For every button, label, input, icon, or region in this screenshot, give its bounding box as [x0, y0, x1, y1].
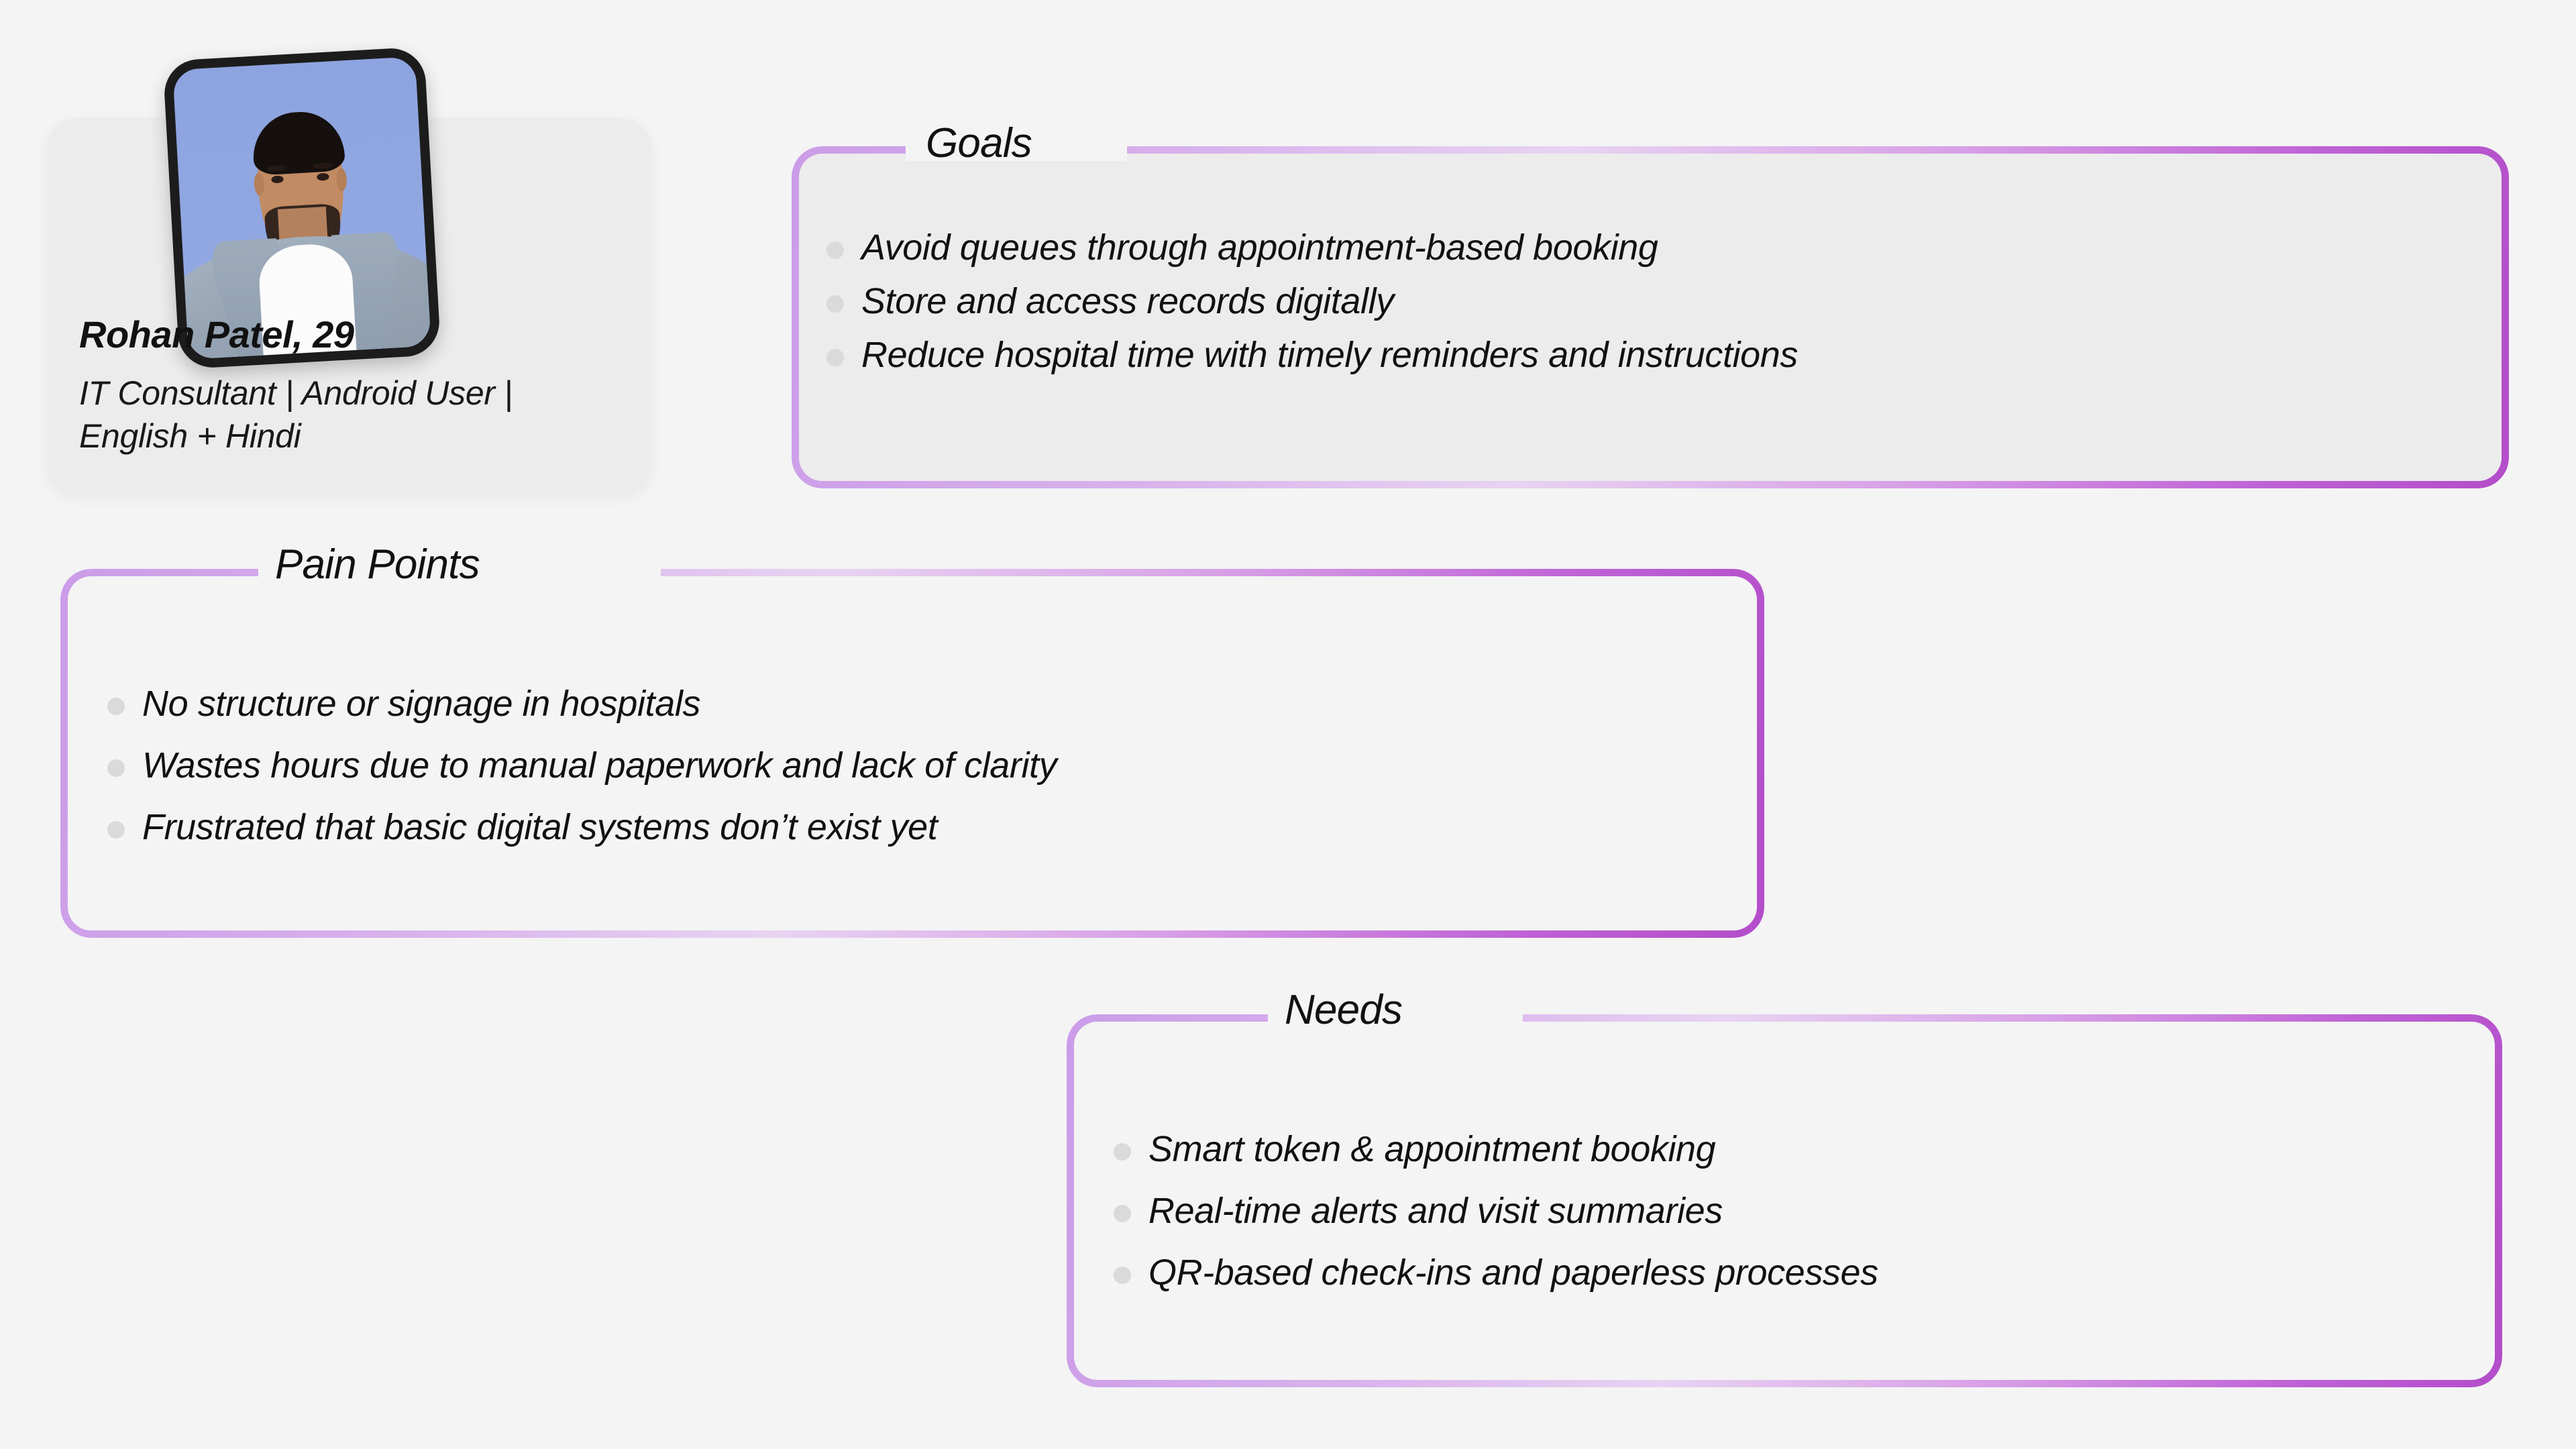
- section-needs: Needs Smart token & appointment booking …: [1067, 987, 2502, 1387]
- list-item: Wastes hours due to manual paperwork and…: [107, 745, 1057, 786]
- persona-profile-card: Rohan Patel, 29 IT Consultant | Android …: [47, 46, 651, 494]
- list-item-label: Wastes hours due to manual paperwork and…: [142, 745, 1057, 786]
- section-pain-points-list: No structure or signage in hospitals Was…: [107, 683, 1057, 868]
- bullet-icon: [826, 295, 844, 313]
- list-item: Store and access records digitally: [826, 280, 1798, 322]
- list-item: No structure or signage in hospitals: [107, 683, 1057, 724]
- bullet-icon: [107, 821, 125, 839]
- list-item: Smart token & appointment booking: [1114, 1128, 1878, 1170]
- section-goals-list: Avoid queues through appointment-based b…: [826, 227, 1798, 388]
- list-item-label: Smart token & appointment booking: [1148, 1129, 1716, 1169]
- section-goals-title: Goals: [926, 120, 1032, 166]
- section-goals-gradient-border: [792, 146, 2509, 488]
- section-goals: Goals Avoid queues through appointment-b…: [792, 120, 2509, 488]
- bullet-icon: [1114, 1143, 1131, 1161]
- list-item-label: No structure or signage in hospitals: [142, 684, 701, 724]
- list-item-label: Reduce hospital time with timely reminde…: [861, 335, 1799, 375]
- section-needs-title: Needs: [1285, 987, 1403, 1033]
- list-item-label: Real-time alerts and visit summaries: [1148, 1191, 1723, 1231]
- bullet-icon: [1114, 1205, 1131, 1222]
- section-needs-list: Smart token & appointment booking Real-t…: [1114, 1128, 1878, 1313]
- section-needs-gradient-border: [1067, 1014, 2502, 1387]
- list-item-label: Avoid queues through appointment-based b…: [861, 227, 1658, 268]
- bullet-icon: [826, 241, 844, 259]
- section-goals-title-gap: [906, 130, 1127, 161]
- list-item-label: Store and access records digitally: [861, 281, 1394, 321]
- section-pain-points-title-gap: [258, 553, 661, 584]
- list-item-label: Frustrated that basic digital systems do…: [142, 807, 938, 847]
- section-needs-title-gap: [1268, 998, 1523, 1029]
- list-item: Avoid queues through appointment-based b…: [826, 227, 1798, 268]
- bullet-icon: [107, 759, 125, 777]
- bullet-icon: [1114, 1267, 1131, 1284]
- bullet-icon: [826, 349, 844, 366]
- list-item: QR-based check-ins and paperless process…: [1114, 1252, 1878, 1293]
- persona-role: IT Consultant | Android User | English +…: [79, 374, 513, 455]
- persona-name: Rohan Patel, 29: [79, 313, 354, 356]
- list-item: Real-time alerts and visit summaries: [1114, 1190, 1878, 1232]
- section-pain-points-title: Pain Points: [275, 541, 480, 588]
- list-item: Frustrated that basic digital systems do…: [107, 806, 1057, 848]
- bullet-icon: [107, 698, 125, 715]
- section-pain-points: Pain Points No structure or signage in h…: [60, 541, 1764, 938]
- list-item-label: QR-based check-ins and paperless process…: [1148, 1252, 1878, 1293]
- list-item: Reduce hospital time with timely reminde…: [826, 334, 1798, 376]
- section-pain-points-gradient-border: [60, 569, 1764, 938]
